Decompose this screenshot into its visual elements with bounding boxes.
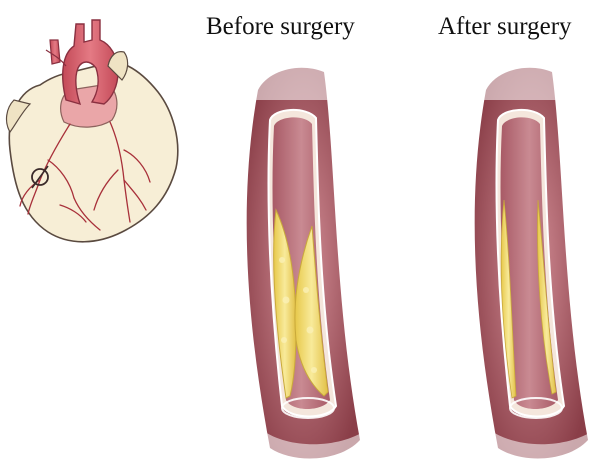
heart-illustration <box>7 20 178 242</box>
artery-after-surgery <box>475 54 598 472</box>
artery-before-surgery <box>247 54 370 472</box>
